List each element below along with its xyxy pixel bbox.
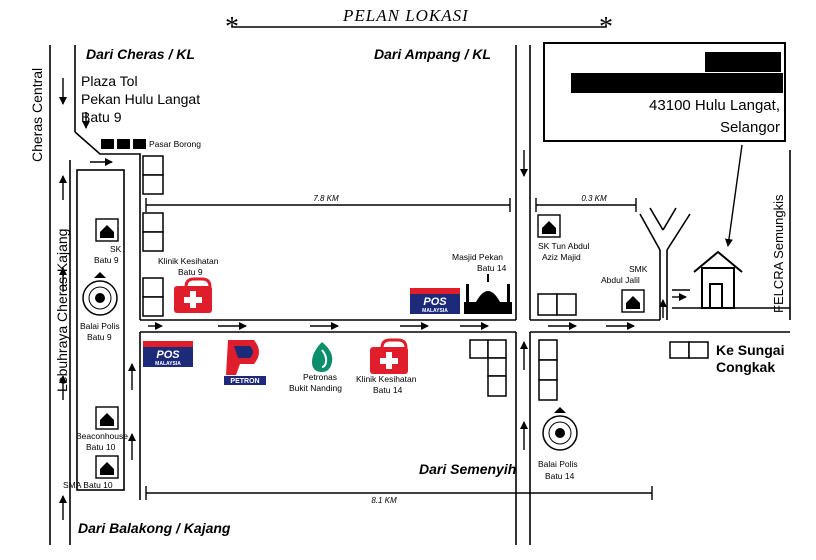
label-sk-batu9-2: Batu 9 <box>94 255 119 265</box>
petronas-logo <box>312 342 333 372</box>
road-label-felcra: FELCRA Semungkis <box>771 194 786 314</box>
road-label-cheras-central: Cheras Central <box>29 67 45 162</box>
direction-dari-semenyih: Dari Semenyih <box>419 461 517 477</box>
label-balai-polis-batu9-2: Batu 9 <box>87 332 112 342</box>
label-sk-tun-1: SK Tun Abdul <box>538 241 590 251</box>
plaza-line-1: Plaza Tol <box>81 73 138 89</box>
label-petronas-2: Bukit Nanding <box>289 383 342 393</box>
svg-text:*: * <box>599 12 613 43</box>
label-pasar-borong: Pasar Borong <box>149 139 201 149</box>
house-icon <box>693 144 743 309</box>
mosque-icon <box>464 274 512 314</box>
address-line-state: Selangor <box>719 119 780 136</box>
label-petronas-1: Petronas <box>303 372 338 382</box>
svg-text:MALAYSIA: MALAYSIA <box>155 361 181 367</box>
label-beaconhouse-1: Beaconhouse <box>76 431 128 441</box>
clinic-icon-batu14 <box>370 338 408 374</box>
label-sk-batu9-1: SK <box>110 244 122 254</box>
school-icon-beaconhouse <box>95 406 119 430</box>
pos-malaysia-logo-top: POS MALAYSIA <box>410 288 460 314</box>
label-smk-1: SMK <box>629 264 648 274</box>
direction-congkak: Congkak <box>716 359 776 375</box>
clinic-icon-batu9 <box>174 277 212 313</box>
road-network <box>49 45 791 545</box>
building-blocks <box>142 155 709 401</box>
label-sma-batu10: SMA Batu 10 <box>63 480 113 490</box>
svg-text:POS: POS <box>156 349 180 361</box>
label-masjid-1: Masjid Pekan <box>452 252 504 262</box>
direction-dari-balakong: Dari Balakong / Kajang <box>78 520 231 536</box>
plaza-line-2: Pekan Hulu Langat <box>81 91 201 107</box>
distance-label-7-8: 7.8 KM <box>313 194 339 203</box>
svg-text:*: * <box>225 12 239 43</box>
label-masjid-2: Batu 14 <box>477 263 507 273</box>
label-klinik-batu9-2: Batu 9 <box>178 267 203 277</box>
label-balai-polis-batu14-1: Balai Polis <box>538 459 578 469</box>
address-line-postcode: 43100 Hulu Langat, <box>649 97 780 114</box>
label-klinik-batu14-2: Batu 14 <box>373 385 403 395</box>
police-badge-icon-batu14 <box>542 407 578 451</box>
direction-ke-sungai: Ke Sungai <box>716 342 785 358</box>
distance-markers <box>145 198 653 500</box>
redacted-line-2 <box>571 73 783 93</box>
pasar-borong-icon <box>101 139 146 149</box>
label-smk-2: Abdul Jalil <box>601 275 640 285</box>
school-icon-sk-batu9 <box>95 218 119 242</box>
label-balai-polis-batu14-2: Batu 14 <box>545 471 575 481</box>
label-sk-tun-2: Aziz Majid <box>542 252 581 262</box>
plaza-line-3: Batu 9 <box>81 109 122 125</box>
label-klinik-batu9-1: Klinik Kesihatan <box>158 256 219 266</box>
direction-dari-cheras: Dari Cheras / KL <box>86 46 195 62</box>
svg-text:PETRON: PETRON <box>230 378 259 385</box>
title-rule: * * <box>225 12 613 43</box>
svg-text:POS: POS <box>423 296 447 308</box>
svg-text:MALAYSIA: MALAYSIA <box>422 308 448 314</box>
label-beaconhouse-2: Batu 10 <box>86 442 116 452</box>
pos-malaysia-logo-bottom: POS MALAYSIA <box>143 341 193 367</box>
direction-arrows <box>59 78 687 520</box>
petron-logo: PETRON <box>224 340 266 385</box>
label-balai-polis-batu9-1: Balai Polis <box>80 321 120 331</box>
school-icon-smk <box>621 289 645 313</box>
map-title: PELAN LOKASI <box>343 6 469 25</box>
school-icon-sma <box>95 455 119 479</box>
distance-label-8-1: 8.1 KM <box>371 496 397 505</box>
distance-label-0-3: 0.3 KM <box>581 194 607 203</box>
school-icon-sk-tun <box>537 214 561 238</box>
road-label-lebuhraya: Lebuhraya Cheras-Kajang <box>54 228 70 392</box>
police-badge-icon-batu9 <box>82 272 118 316</box>
label-klinik-batu14-1: Klinik Kesihatan <box>356 374 417 384</box>
address-box: 43100 Hulu Langat, Selangor <box>543 42 786 142</box>
direction-dari-ampang: Dari Ampang / KL <box>374 46 491 62</box>
redacted-line-1 <box>705 52 781 72</box>
